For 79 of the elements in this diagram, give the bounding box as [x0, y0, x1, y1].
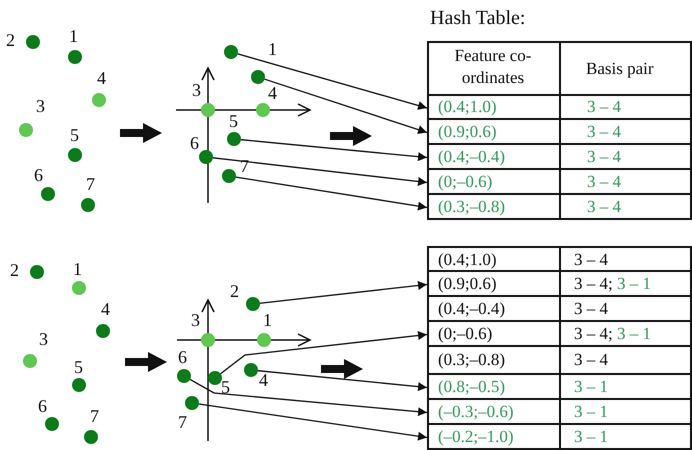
point-number: 6 [38, 397, 47, 415]
point-number: 1 [263, 311, 272, 329]
point-number: 4 [268, 84, 277, 102]
basis-pair-text: 3 – 4 [587, 146, 621, 168]
basis-pair-text: 3 – 4 [587, 96, 621, 118]
table-title: Hash Table: [430, 6, 526, 31]
basis-pair-text: 3 – 4 [574, 298, 608, 320]
point-number: 6 [34, 166, 43, 184]
point-number: 1 [268, 40, 277, 58]
table-row [427, 120, 692, 145]
column-header: Feature co- ordinates [454, 45, 532, 89]
table-row [427, 375, 692, 400]
arrow [220, 331, 428, 374]
point-number: 2 [230, 282, 239, 300]
point-number: 2 [6, 31, 15, 49]
point-number: 5 [70, 126, 79, 144]
point-number: 3 [192, 81, 201, 99]
point-number: 4 [259, 371, 268, 389]
basis-pair-text: 3 – 4 [574, 349, 608, 371]
coordinate-text: (0.3;–0.8) [438, 196, 506, 218]
basis-pair-text: 3 – 1 [574, 401, 608, 423]
coordinate-text: (0;–0.6) [438, 171, 492, 193]
point-number: 7 [178, 413, 187, 431]
basis-pair-text: 3 – 4; 3 – 1 [574, 273, 651, 295]
table-row [427, 272, 692, 297]
arrow [236, 176, 428, 211]
coordinate-text: (0.8;–0.5) [438, 376, 506, 398]
arrow [260, 281, 428, 304]
basis-pair-text: 3 – 4; 3 – 1 [574, 323, 651, 345]
table-row [427, 96, 692, 120]
point-number: 5 [221, 378, 230, 396]
coordinate-text: (0.3;–0.8) [438, 349, 506, 371]
table-row [427, 145, 692, 170]
table-row [427, 195, 692, 220]
basis-pair-text: 3 – 1 [574, 376, 608, 398]
table-row [427, 425, 692, 450]
point-number: 5 [74, 358, 83, 376]
arrow [258, 370, 428, 392]
point-number: 5 [229, 112, 238, 130]
arrow [212, 157, 428, 186]
coordinate-text: (–0.2;–1.0) [438, 426, 514, 448]
basis-pair-text: 3 – 4 [587, 121, 621, 143]
point-number: 3 [36, 97, 45, 115]
coordinate-text: (–0.3;–0.6) [438, 401, 514, 423]
arrow [198, 403, 428, 441]
basis-pair-text: 3 – 4 [574, 249, 608, 271]
arrow [238, 53, 428, 110]
point-number: 3 [39, 330, 48, 348]
table-row [427, 170, 692, 195]
point-number: 7 [90, 407, 99, 425]
point-number: 6 [178, 348, 187, 366]
table-row [427, 347, 692, 375]
point-number: 6 [190, 134, 199, 152]
column-header: Basis pair [586, 58, 654, 80]
coordinate-text: (0.4;–0.4) [438, 298, 506, 320]
point-number: 1 [69, 27, 78, 45]
coordinate-text: (0.4;1.0) [438, 249, 497, 271]
table-row [427, 246, 692, 272]
point-number: 2 [10, 261, 19, 279]
table-row [427, 400, 692, 425]
arrow [264, 78, 428, 134]
basis-pair-text: 3 – 1 [574, 426, 608, 448]
point-number: 3 [191, 311, 200, 329]
basis-pair-text: 3 – 4 [587, 171, 621, 193]
table-row [427, 297, 692, 322]
basis-pair-text: 3 – 4 [587, 196, 621, 218]
coordinate-text: (0.9;0.6) [438, 121, 497, 143]
table-row [427, 322, 692, 347]
table-header-row [427, 41, 692, 96]
point-number: 4 [101, 300, 110, 318]
coordinate-text: (0;–0.6) [438, 323, 492, 345]
coordinate-text: (0.4;–0.4) [438, 146, 506, 168]
arrow [190, 378, 428, 416]
coordinate-text: (0.4;1.0) [438, 96, 497, 118]
point-number: 1 [73, 260, 82, 278]
point-number: 4 [97, 69, 106, 87]
arrow [240, 139, 428, 162]
point-number: 7 [86, 175, 95, 193]
coordinate-text: (0.9;0.6) [438, 273, 497, 295]
